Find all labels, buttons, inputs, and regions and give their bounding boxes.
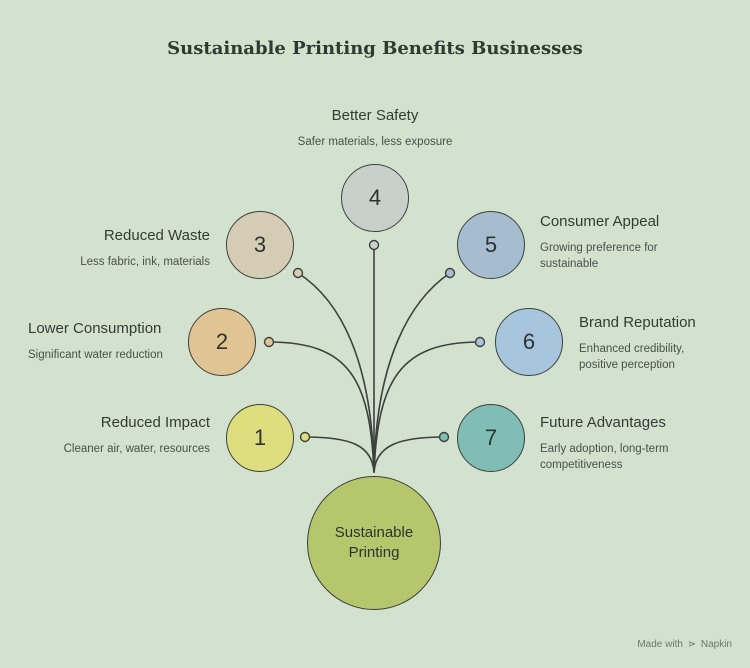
connector-dot-4 [368,239,380,251]
node-1-title: Reduced Impact [100,414,210,431]
root-node-sustainable-printing: Sustainable Printing [307,476,441,610]
connector-2 [268,341,375,473]
node-2-circle: 2 [188,308,256,376]
node-1-circle: 1 [226,404,294,472]
node-6-circle: 6 [495,308,563,376]
node-4-title: Better Safety [331,107,419,124]
node-6-title: Brand Reputation [579,314,696,331]
connector-dot-5 [444,267,456,279]
node-3-description: Less fabric, ink, materials [80,256,210,268]
node-5-description-line-1: Growing preference for [540,242,658,254]
node-2-description: Significant water reduction [28,349,163,361]
node-7-description: Early adoption, long-term competitivenes… [540,441,668,473]
page-title: Sustainable Printing Benefits Businesses [167,38,583,59]
node-2-title: Lower Consumption [28,320,162,337]
node-5-circle: 5 [457,211,525,279]
node-3-title: Reduced Waste [103,227,210,244]
node-7-circle: 7 [457,404,525,472]
connector-dot-6 [474,336,486,348]
napkin-logo-icon: ⋗ [687,639,697,650]
connector-7 [373,436,445,473]
connector-dot-7 [438,431,450,443]
footer-attribution: Made with ⋗ Napkin [637,639,732,650]
node-6-description: Enhanced credibility, positive perceptio… [579,341,684,373]
connector-5 [373,272,451,473]
connector-dot-2 [263,336,275,348]
connector-1 [304,436,375,473]
connector-dot-1 [299,431,311,443]
node-6-description-line-2: positive perception [579,359,675,372]
node-7-description-line-2: competitiveness [540,459,623,472]
connector-dot-3 [292,267,304,279]
node-3-circle: 3 [226,211,294,279]
root-label: Sustainable Printing [334,523,414,561]
node-5-title: Consumer Appeal [540,213,660,230]
connector-3 [297,272,375,473]
node-6-description-line-1: Enhanced credibility, [579,343,685,355]
connector-6 [373,341,481,473]
footer-made-with: Made with [637,639,683,650]
footer-brand: Napkin [700,639,732,650]
node-4-description: Safer materials, less exposure [297,136,453,148]
node-5-description: Growing preference for sustainable [540,240,658,272]
node-1-description: Cleaner air, water, resources [63,443,210,455]
node-5-description-line-2: sustainable [540,258,599,271]
node-7-title: Future Advantages [540,414,666,431]
node-7-description-line-1: Early adoption, long-term [540,443,669,455]
node-4-circle: 4 [341,164,409,232]
